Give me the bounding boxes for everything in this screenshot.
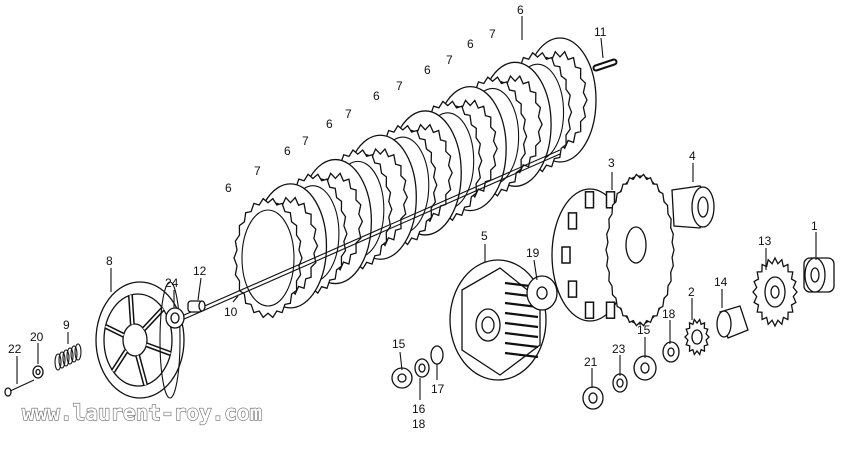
- clutch-plate-stack: [233, 37, 597, 319]
- label-7: 7: [302, 134, 309, 148]
- bearing-24: [165, 307, 185, 329]
- label-6: 6: [424, 63, 431, 77]
- label-8: 8: [106, 254, 113, 268]
- collar-12: [187, 300, 206, 313]
- thrust-washer-19: [526, 275, 558, 311]
- leader-lines: [16, 16, 817, 400]
- label-6: 6: [326, 117, 333, 131]
- label-6: 6: [225, 181, 232, 195]
- washer-18-right: [662, 341, 680, 363]
- label-15: 15: [637, 323, 651, 337]
- label-15: 15: [392, 337, 406, 351]
- nut-15-left: [391, 367, 413, 389]
- clutch-plate: [233, 197, 303, 319]
- label-9: 9: [63, 318, 70, 332]
- label-7: 7: [254, 164, 261, 178]
- label-20: 20: [30, 330, 44, 344]
- label-6: 6: [284, 144, 291, 158]
- washer-16-18: [414, 358, 430, 378]
- label-6: 6: [517, 3, 524, 17]
- gear-2: [684, 318, 710, 356]
- collar-14: [716, 305, 749, 339]
- label-3: 3: [608, 156, 615, 170]
- gear-1: [803, 257, 835, 293]
- pushrod: [149, 149, 561, 335]
- label-12: 12: [193, 264, 207, 278]
- label-21: 21: [584, 355, 598, 369]
- pressure-plate: [95, 281, 185, 399]
- spring-9: [54, 343, 82, 371]
- label-13: 13: [758, 234, 772, 248]
- label-4: 4: [689, 149, 696, 163]
- washer-20: [32, 365, 44, 379]
- label-7: 7: [345, 107, 352, 121]
- label-18: 18: [412, 417, 426, 431]
- bolt-22: [4, 379, 35, 397]
- gear-13: [752, 256, 798, 328]
- label-5: 5: [481, 229, 488, 243]
- watermark: www.laurent-roy.com: [22, 401, 262, 425]
- nut-15-right: [633, 355, 657, 381]
- label-24: 24: [165, 276, 179, 290]
- label-22: 22: [8, 342, 22, 356]
- label-23: 23: [612, 342, 626, 356]
- clutch-outer: [551, 173, 675, 327]
- label-6: 6: [373, 89, 380, 103]
- washer-23: [612, 373, 628, 393]
- washer-17: [430, 345, 444, 365]
- label-14: 14: [714, 275, 728, 289]
- label-1: 1: [811, 219, 818, 233]
- label-7: 7: [446, 53, 453, 67]
- label-16: 16: [412, 402, 426, 416]
- label-18: 18: [662, 307, 676, 321]
- clutch-center: [449, 259, 547, 381]
- nut-21: [582, 386, 604, 410]
- label-7: 7: [396, 79, 403, 93]
- label-2: 2: [688, 285, 695, 299]
- label-6: 6: [467, 37, 474, 51]
- pin-11: [592, 58, 618, 72]
- label-10: 10: [224, 305, 238, 319]
- part-labels: 6 11 7 6 7 6 7 6 7 6 7 6 7 6 3 4 5 19 1 …: [8, 3, 818, 431]
- bush-4: [671, 185, 715, 229]
- label-17: 17: [431, 382, 445, 396]
- label-7: 7: [489, 27, 496, 41]
- label-11: 11: [594, 25, 607, 39]
- label-19: 19: [526, 246, 540, 260]
